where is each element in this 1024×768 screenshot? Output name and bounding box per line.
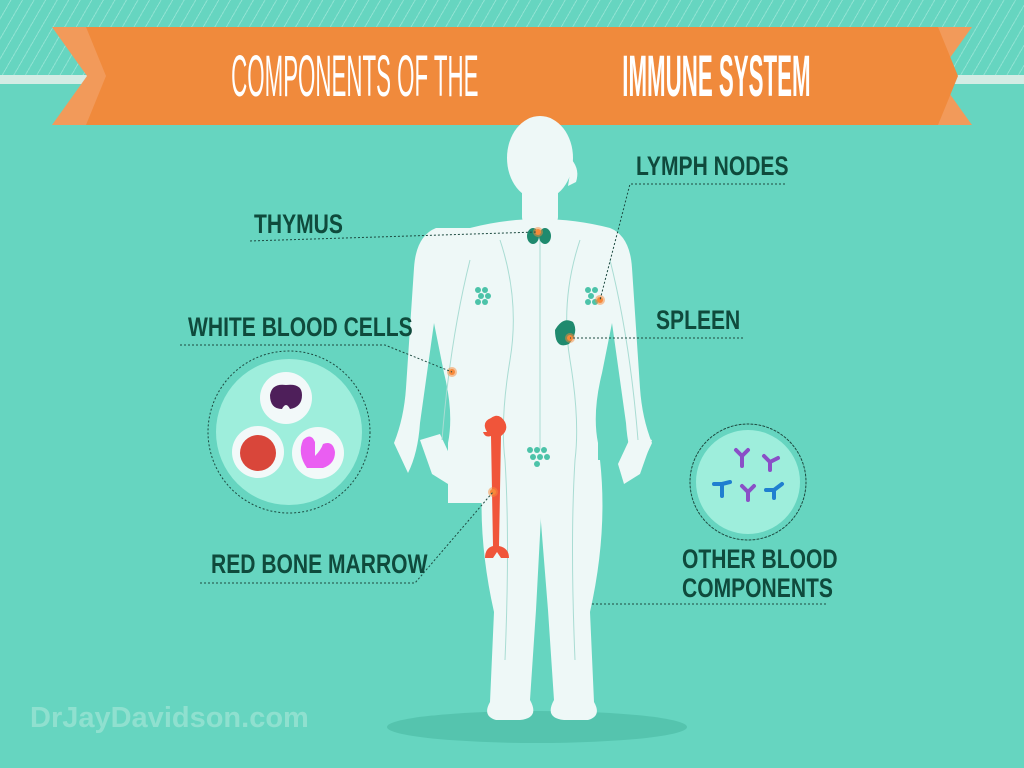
watermark: DrJayDavidson.com xyxy=(30,702,309,734)
title-banner xyxy=(52,27,972,125)
label-other-blood-components-line1: OTHER BLOOD xyxy=(682,544,838,574)
title-bold: IMMUNE SYSTEM xyxy=(622,43,811,109)
body-shadow xyxy=(387,711,687,743)
title-light: COMPONENTS OF THE xyxy=(231,43,479,109)
white-blood-cells-illustration xyxy=(207,350,371,514)
human-body-figure xyxy=(394,116,652,720)
label-spleen: SPLEEN xyxy=(656,305,741,335)
label-other-blood-components-line2: COMPONENTS xyxy=(682,573,833,603)
label-thymus: THYMUS xyxy=(254,209,343,239)
label-white-blood-cells: WHITE BLOOD CELLS xyxy=(188,312,413,342)
label-red-bone-marrow: RED BONE MARROW xyxy=(211,549,428,579)
page-title: COMPONENTS OF THE IMMUNE SYSTEM xyxy=(130,38,894,114)
label-lymph-nodes: LYMPH NODES xyxy=(636,151,789,181)
lymph-node-clusters xyxy=(475,287,598,467)
femur-bone-icon xyxy=(483,415,509,558)
leader-lines xyxy=(180,183,826,605)
antibodies-illustration xyxy=(689,423,807,541)
